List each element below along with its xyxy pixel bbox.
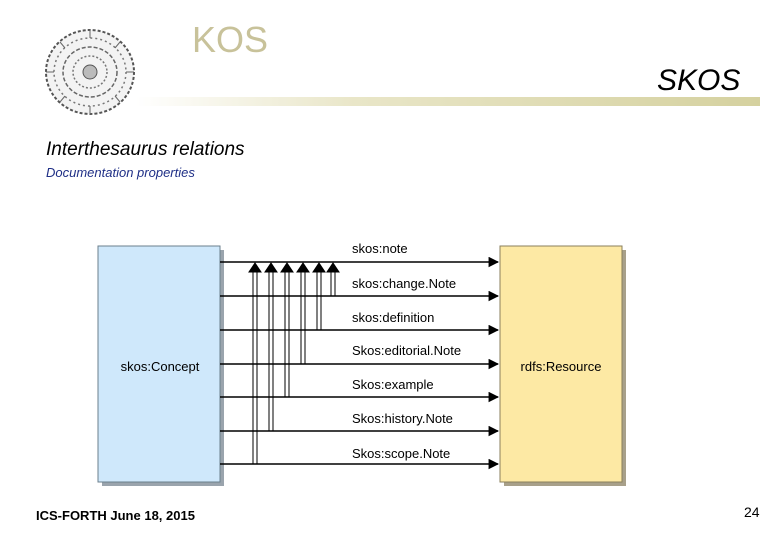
resource-box bbox=[499, 245, 623, 483]
property-label-history-note: Skos:history.Note bbox=[352, 411, 453, 426]
property-label-scope-note: Skos:scope.Note bbox=[352, 446, 450, 461]
footer-text: ICS-FORTH June 18, 2015 bbox=[36, 508, 195, 523]
section-heading: Documentation properties bbox=[46, 165, 195, 180]
property-label-editorial-note: Skos:editorial.Note bbox=[352, 343, 461, 358]
property-label-note: skos:note bbox=[352, 241, 408, 256]
concept-box bbox=[97, 245, 221, 483]
slide-subtitle: Interthesaurus relations bbox=[46, 139, 245, 160]
skos-title: SKOS bbox=[657, 64, 741, 97]
property-label-example: Skos:example bbox=[352, 377, 434, 392]
subproperty-arrows bbox=[248, 262, 340, 464]
property-label-change-note: skos:change.Note bbox=[352, 276, 456, 291]
property-arrows bbox=[220, 256, 500, 470]
header-divider-bar bbox=[136, 97, 760, 106]
kos-title: KOS bbox=[192, 19, 269, 60]
property-label-definition: skos:definition bbox=[352, 310, 434, 325]
page-number: 24 bbox=[744, 504, 760, 520]
phaistos-disc-logo-icon bbox=[45, 29, 135, 115]
concept-label: skos:Concept bbox=[121, 359, 200, 374]
resource-label: rdfs:Resource bbox=[521, 359, 602, 374]
